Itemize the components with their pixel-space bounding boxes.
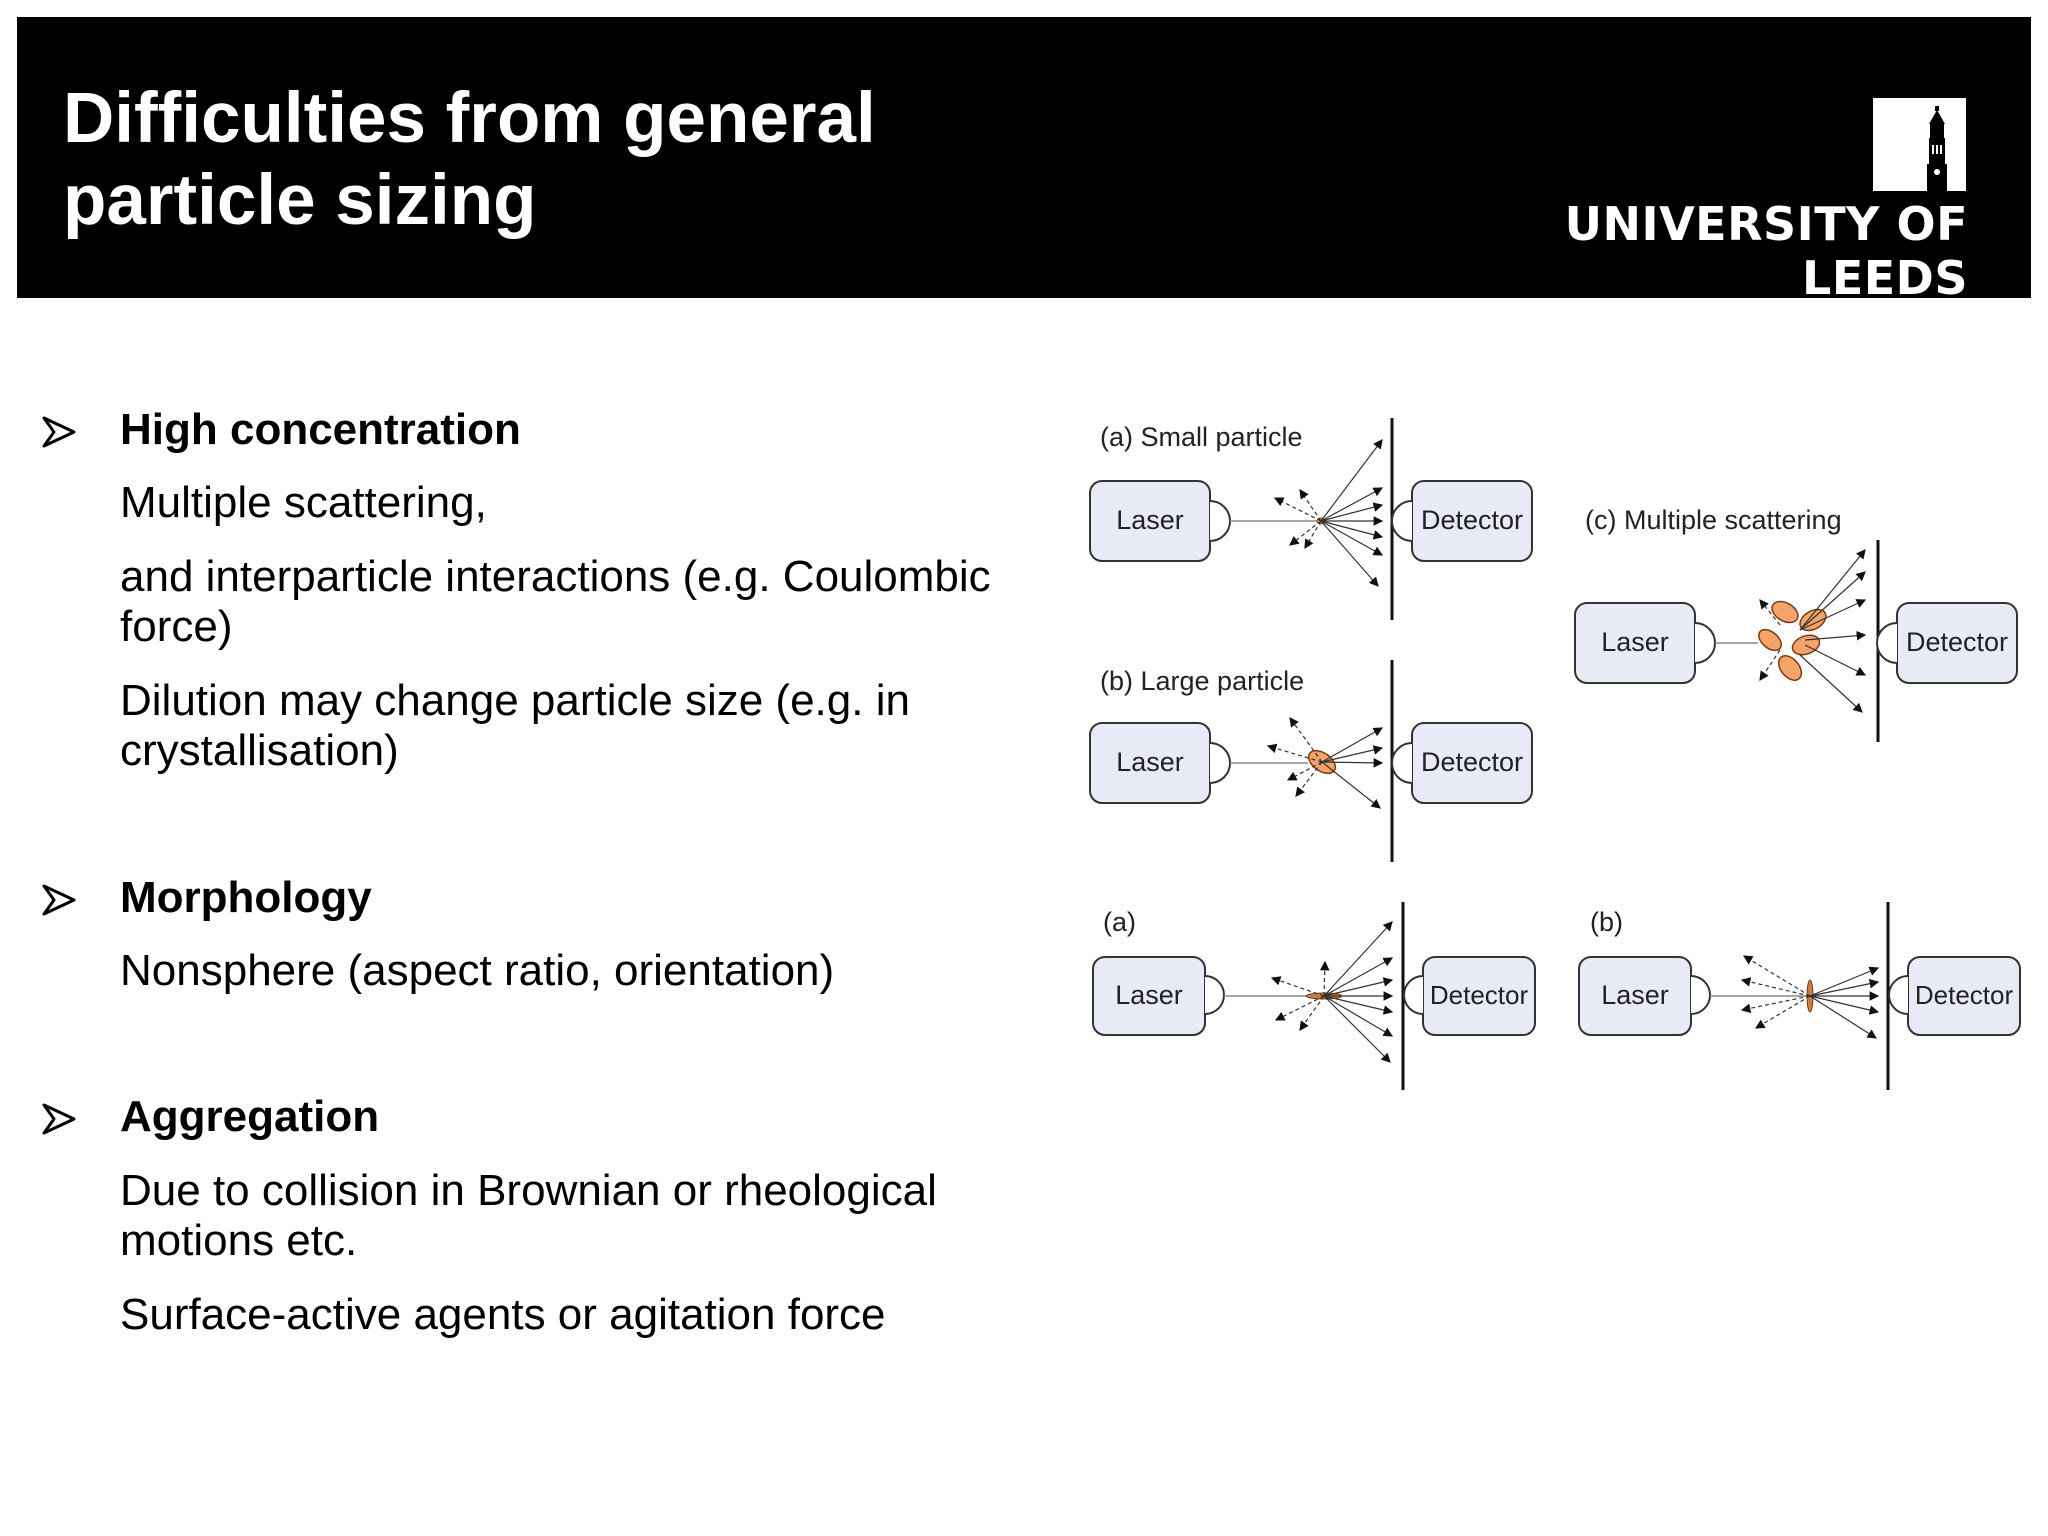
arrow-bullet-icon — [40, 1099, 80, 1139]
laser-label: Laser — [1116, 505, 1184, 535]
light-scattering-diagram: (a) Small particle Laser Detector (b) La… — [1089, 418, 2021, 1090]
arrow-bullet-icon — [40, 880, 80, 920]
panel-rod-horizontal: (a) Laser Detector — [1092, 902, 1536, 1090]
text-line: and interparticle interactions (e.g. Cou… — [120, 552, 991, 601]
laser-label: Laser — [1601, 627, 1669, 657]
text-line: Surface-active agents or agitation force — [120, 1290, 886, 1339]
text-line: force) — [120, 602, 233, 651]
label-multiple-scattering: (c) Multiple scattering — [1585, 505, 1842, 535]
label-b: (b) — [1590, 907, 1623, 937]
title-line-2: particle sizing — [63, 161, 537, 240]
section-heading-morphology: Morphology — [120, 873, 372, 922]
laser-label: Laser — [1116, 747, 1184, 777]
university-crest-icon — [1873, 98, 1966, 191]
text-line: Multiple scattering, — [120, 478, 487, 527]
label-large-particle: (b) Large particle — [1100, 666, 1304, 696]
panel-large-particle: (b) Large particle Laser Detector — [1089, 660, 1533, 862]
detector-label: Detector — [1915, 980, 2014, 1010]
text-line: Nonsphere (aspect ratio, orientation) — [120, 946, 835, 995]
section-heading-high-concentration: High concentration — [120, 405, 521, 454]
label-a: (a) — [1103, 907, 1136, 937]
slide-header — [17, 17, 2031, 298]
text-line: Due to collision in Brownian or rheologi… — [120, 1166, 937, 1215]
label-small-particle: (a) Small particle — [1100, 422, 1303, 452]
panel-rod-vertical: (b) Laser Detector — [1578, 902, 2021, 1090]
text-line: motions etc. — [120, 1216, 358, 1265]
panel-small-particle: (a) Small particle Laser Detector — [1089, 418, 1533, 620]
detector-label: Detector — [1421, 505, 1523, 535]
text-line: Dilution may change particle size (e.g. … — [120, 676, 910, 725]
title-line-1: Difficulties from general — [63, 79, 876, 158]
laser-label: Laser — [1115, 980, 1183, 1010]
detector-label: Detector — [1906, 627, 2008, 657]
laser-label: Laser — [1601, 980, 1669, 1010]
section-heading-aggregation: Aggregation — [120, 1092, 380, 1141]
detector-label: Detector — [1430, 980, 1529, 1010]
detector-label: Detector — [1421, 747, 1523, 777]
university-logo-text: UNIVERSITY OF LEEDS — [1564, 197, 1968, 305]
slide-title: Difficulties from general particle sizin… — [63, 78, 963, 242]
text-line: crystallisation) — [120, 726, 399, 775]
arrow-bullet-icon — [40, 412, 80, 452]
panel-multiple-scattering: (c) Multiple scattering Laser Detector — [1574, 505, 2018, 742]
